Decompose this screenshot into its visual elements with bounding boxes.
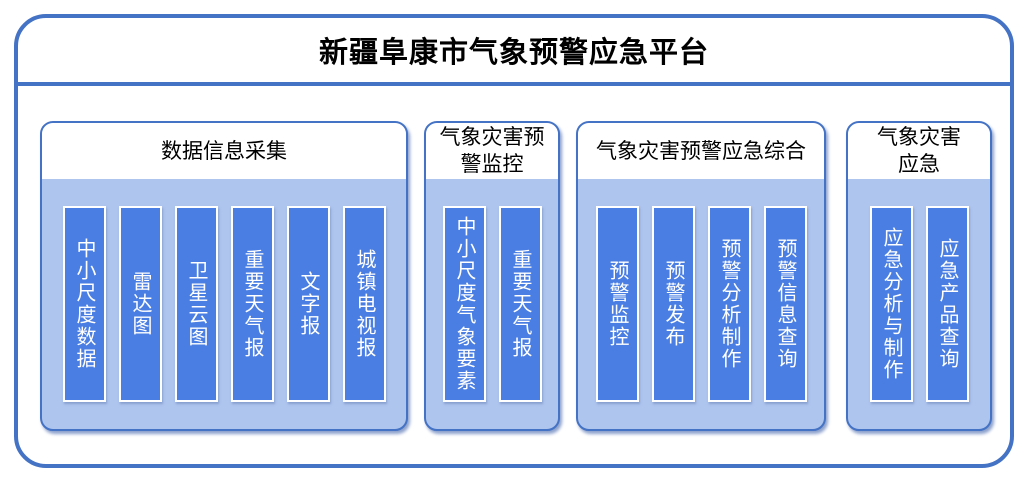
group-body: 应急分析与制作 应急产品查询 [848,179,990,429]
group-body: 中小尺度气象要素 重要天气报 [426,179,558,429]
platform-title-bar: 新疆阜康市气象预警应急平台 [18,18,1010,86]
group-body: 中小尺度数据 雷达图 卫星云图 重要天气报 文字报 城镇电视报 [42,179,406,429]
module-item-label: 预警发布 [662,260,684,348]
module-item-label: 中小尺度气象要素 [453,216,475,392]
module-item: 中小尺度数据 [62,206,106,402]
module-item: 应急分析与制作 [869,206,913,402]
module-item-label: 预警分析制作 [718,238,740,370]
groups-row: 数据信息采集中小尺度数据 雷达图 卫星云图 重要天气报 文字报 城镇电视报 气象灾害预 警监… [18,86,1010,431]
module-item: 重要天气报 [230,206,274,402]
module-item: 预警信息查询 [763,206,807,402]
module-item: 城镇电视报 [342,206,386,402]
module-item-label: 应急产品查询 [936,238,958,370]
module-item-label: 应急分析与制作 [880,227,902,381]
group-header: 气象灾害预警应急综合 [578,123,824,179]
module-item-label: 重要天气报 [241,249,263,359]
module-item-label: 预警监控 [606,260,628,348]
module-item: 重要天气报 [498,206,542,402]
module-item-label: 预警信息查询 [774,238,796,370]
module-item-label: 重要天气报 [509,249,531,359]
module-item: 应急产品查询 [925,206,969,402]
module-item: 雷达图 [118,206,162,402]
platform-title: 新疆阜康市气象预警应急平台 [318,37,709,69]
module-item-label: 雷达图 [129,271,151,337]
module-item: 中小尺度气象要素 [442,206,486,402]
group-body: 预警监控 预警发布 预警分析制作 预警信息查询 [578,179,824,429]
module-item: 预警分析制作 [707,206,751,402]
platform-frame: 新疆阜康市气象预警应急平台 数据信息采集中小尺度数据 雷达图 卫星云图 重要天气报 文字… [14,14,1014,468]
group-box-2: 气象灾害预 警监控中小尺度气象要素 重要天气报 [424,121,560,431]
module-item: 卫星云图 [174,206,218,402]
module-item-label: 城镇电视报 [353,249,375,359]
module-item-label: 文字报 [297,271,319,337]
group-header: 气象灾害 应急 [848,123,990,179]
module-item: 预警发布 [651,206,695,402]
group-box-1: 数据信息采集中小尺度数据 雷达图 卫星云图 重要天气报 文字报 城镇电视报 [40,121,408,431]
group-header: 数据信息采集 [42,123,406,179]
group-box-4: 气象灾害 应急应急分析与制作 应急产品查询 [846,121,992,431]
group-header: 气象灾害预 警监控 [426,123,558,179]
module-item: 预警监控 [595,206,639,402]
module-item-label: 中小尺度数据 [73,238,95,370]
group-box-3: 气象灾害预警应急综合预警监控 预警发布 预警分析制作 预警信息查询 [576,121,826,431]
module-item-label: 卫星云图 [185,260,207,348]
module-item: 文字报 [286,206,330,402]
